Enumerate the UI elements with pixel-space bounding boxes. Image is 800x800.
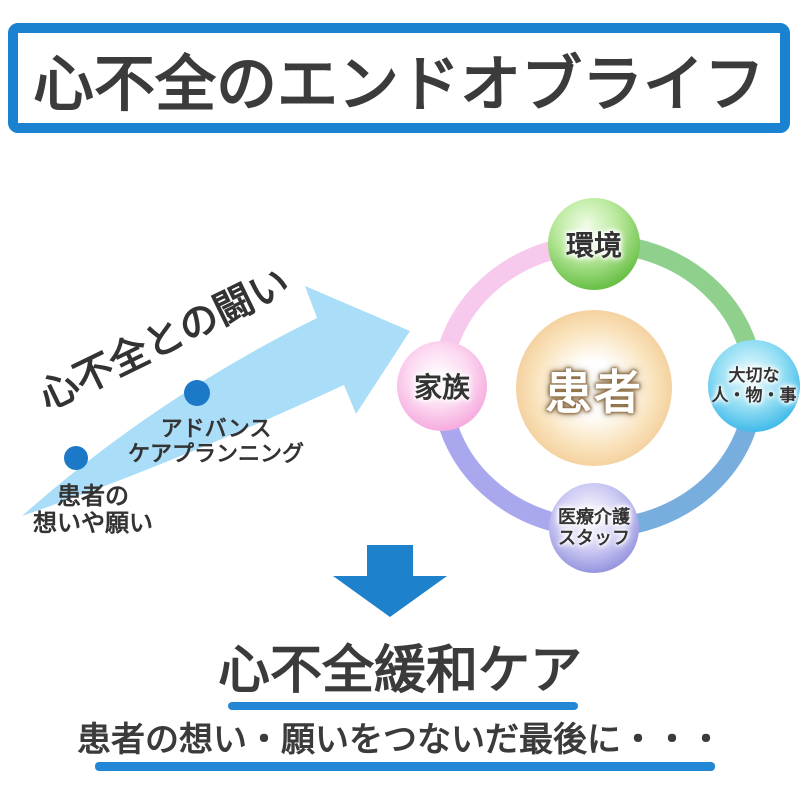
milestone-dot <box>184 380 210 406</box>
bubble-environment-label: 環境 <box>565 229 622 262</box>
milestone-dot <box>64 446 88 470</box>
journey-arrow <box>22 286 410 516</box>
conclusion-heading-underline <box>228 702 578 710</box>
milestone-label-line: アドバンス <box>160 417 272 442</box>
conclusion-subtitle: 患者の想い・願いをつないだ最後に・・・ <box>77 720 723 760</box>
bubble-important-things-line: 人・物・事 <box>711 386 797 406</box>
bubble-patient-label: 患者 <box>545 365 643 421</box>
bubble-family-label: 家族 <box>413 371 470 404</box>
bubble-medical-staff-line: 医療介護 <box>558 507 630 528</box>
bubble-important-things: 大切な 人・物・事 <box>708 340 800 432</box>
milestone-label-line: 患者の <box>57 482 129 510</box>
page-title: 心不全のエンドオブライフ <box>32 48 765 120</box>
down-arrow <box>333 545 447 617</box>
bubble-important-things-line: 大切な <box>728 366 780 386</box>
bubble-medical-staff-line: スタッフ <box>558 528 630 549</box>
bubble-medical-staff: 医療介護 スタッフ <box>549 483 639 573</box>
conclusion-subtitle-underline <box>95 762 715 771</box>
conclusion-heading: 心不全緩和ケア <box>217 641 582 701</box>
milestone-label-patient-wishes: 患者の 想いや願い <box>18 483 168 537</box>
milestone-label-advance-care-planning: アドバンス ケアプランニング <box>110 417 322 467</box>
bubble-patient: 患者 <box>516 310 672 466</box>
bubble-family: 家族 <box>397 341 487 431</box>
title-box: 心不全のエンドオブライフ <box>8 23 790 133</box>
bubble-environment: 環境 <box>548 198 640 290</box>
milestone-label-line: 想いや願い <box>33 509 153 537</box>
milestone-label-line: ケアプランニング <box>127 442 304 467</box>
